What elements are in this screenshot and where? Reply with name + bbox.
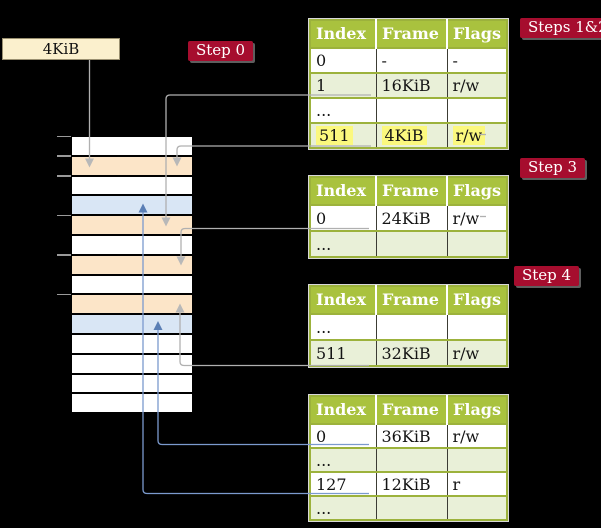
table-cell: ...: [310, 97, 376, 123]
memory-frame-3-mapped: [72, 196, 192, 215]
table-row: ...: [310, 313, 507, 340]
memory-frame-12-free: [72, 374, 192, 393]
table-cell: [446, 447, 507, 472]
table-row: 511 4KiB r/w: [310, 122, 507, 148]
table-cell: [446, 313, 507, 340]
highlighted-value: 4KiB: [381, 126, 427, 145]
table-cell: 32KiB: [375, 339, 447, 366]
table-cell: ...: [310, 313, 376, 340]
table-cell: -: [446, 47, 507, 73]
memory-frame-2-free: [72, 176, 192, 195]
table-cell: 0: [310, 423, 376, 448]
table-cell: [446, 97, 507, 123]
table-cell: r: [446, 471, 507, 496]
table-cell: 0: [310, 204, 376, 231]
highlighted-value: r/w: [452, 126, 486, 145]
table-cell: [375, 495, 447, 520]
memory-frame-4-pagetable: [72, 216, 192, 234]
memory-address-tick: [57, 293, 71, 296]
step-badge-1-2: Steps 1&2: [520, 18, 601, 38]
column-header-index: Index: [310, 177, 376, 205]
table-cell: 0: [310, 47, 376, 73]
step-badge-4: Step 4: [514, 266, 580, 286]
table-cell: r/w: [446, 423, 507, 448]
table-cell: r/w: [446, 72, 507, 98]
memory-frame-5-free: [72, 236, 192, 254]
table-cell: 36KiB: [375, 423, 447, 448]
table-cell: [375, 97, 447, 123]
table-row: ...: [310, 447, 507, 472]
table-row: ...: [310, 495, 507, 520]
cr3-frame-label: 4KiB: [42, 40, 80, 58]
memory-frame-1-pagetable: [72, 156, 192, 175]
column-header-index: Index: [310, 20, 376, 48]
memory-frame-13-free: [72, 394, 192, 413]
memory-address-tick: [57, 175, 71, 177]
column-header-frame: Frame: [375, 177, 447, 205]
step-badge-0: Step 0: [188, 41, 254, 61]
memory-frame-8-pagetable: [72, 295, 192, 314]
table-cell: ...: [310, 495, 376, 520]
memory-address-tick: [57, 135, 71, 138]
table-row: 0--: [310, 47, 507, 73]
table-cell: -: [375, 47, 447, 73]
table-cell: ...: [310, 447, 376, 472]
column-header-frame: Frame: [375, 396, 447, 424]
memory-frame-10-free: [72, 335, 192, 353]
highlighted-value: 511: [316, 126, 353, 145]
memory-frame-7-free: [72, 275, 192, 294]
column-header-flags: Flags: [446, 20, 507, 48]
memory-frame-9-mapped: [72, 315, 192, 333]
column-header-flags: Flags: [446, 396, 507, 424]
table-cell: 127: [310, 471, 376, 496]
table-cell: [446, 230, 507, 257]
table-cell: [375, 230, 447, 257]
column-header-frame: Frame: [375, 20, 447, 48]
table-cell: r/w: [446, 204, 507, 231]
table-row: ...: [310, 97, 507, 123]
table-cell: ...: [310, 230, 376, 257]
column-header-index: Index: [310, 396, 376, 424]
memory-frame-11-free: [72, 354, 192, 373]
memory-address-tick: [57, 254, 71, 256]
column-header-flags: Flags: [446, 177, 507, 205]
memory-frame-0-free: [72, 137, 192, 155]
table-cell: 511: [310, 339, 376, 366]
table-row: ...: [310, 230, 507, 257]
column-header-frame: Frame: [375, 286, 447, 314]
column-header-flags: Flags: [446, 286, 507, 314]
table-cell: 1: [310, 72, 376, 98]
column-header-index: Index: [310, 286, 376, 314]
memory-address-tick: [57, 214, 71, 217]
memory-frame-6-pagetable: [72, 255, 192, 274]
memory-address-tick: [57, 155, 71, 157]
table-cell: 511: [310, 122, 376, 148]
table-cell: r/w: [446, 122, 507, 148]
table-cell: 4KiB: [375, 122, 447, 148]
table-cell: [446, 495, 507, 520]
cr3-frame-box: 4KiB: [2, 38, 120, 60]
step-badge-3: Step 3: [520, 158, 586, 178]
table-cell: 12KiB: [375, 471, 447, 496]
table-cell: 24KiB: [375, 204, 447, 231]
table-cell: [375, 313, 447, 340]
table-cell: [375, 447, 447, 472]
table-cell: r/w: [446, 339, 507, 366]
table-cell: 16KiB: [375, 72, 447, 98]
